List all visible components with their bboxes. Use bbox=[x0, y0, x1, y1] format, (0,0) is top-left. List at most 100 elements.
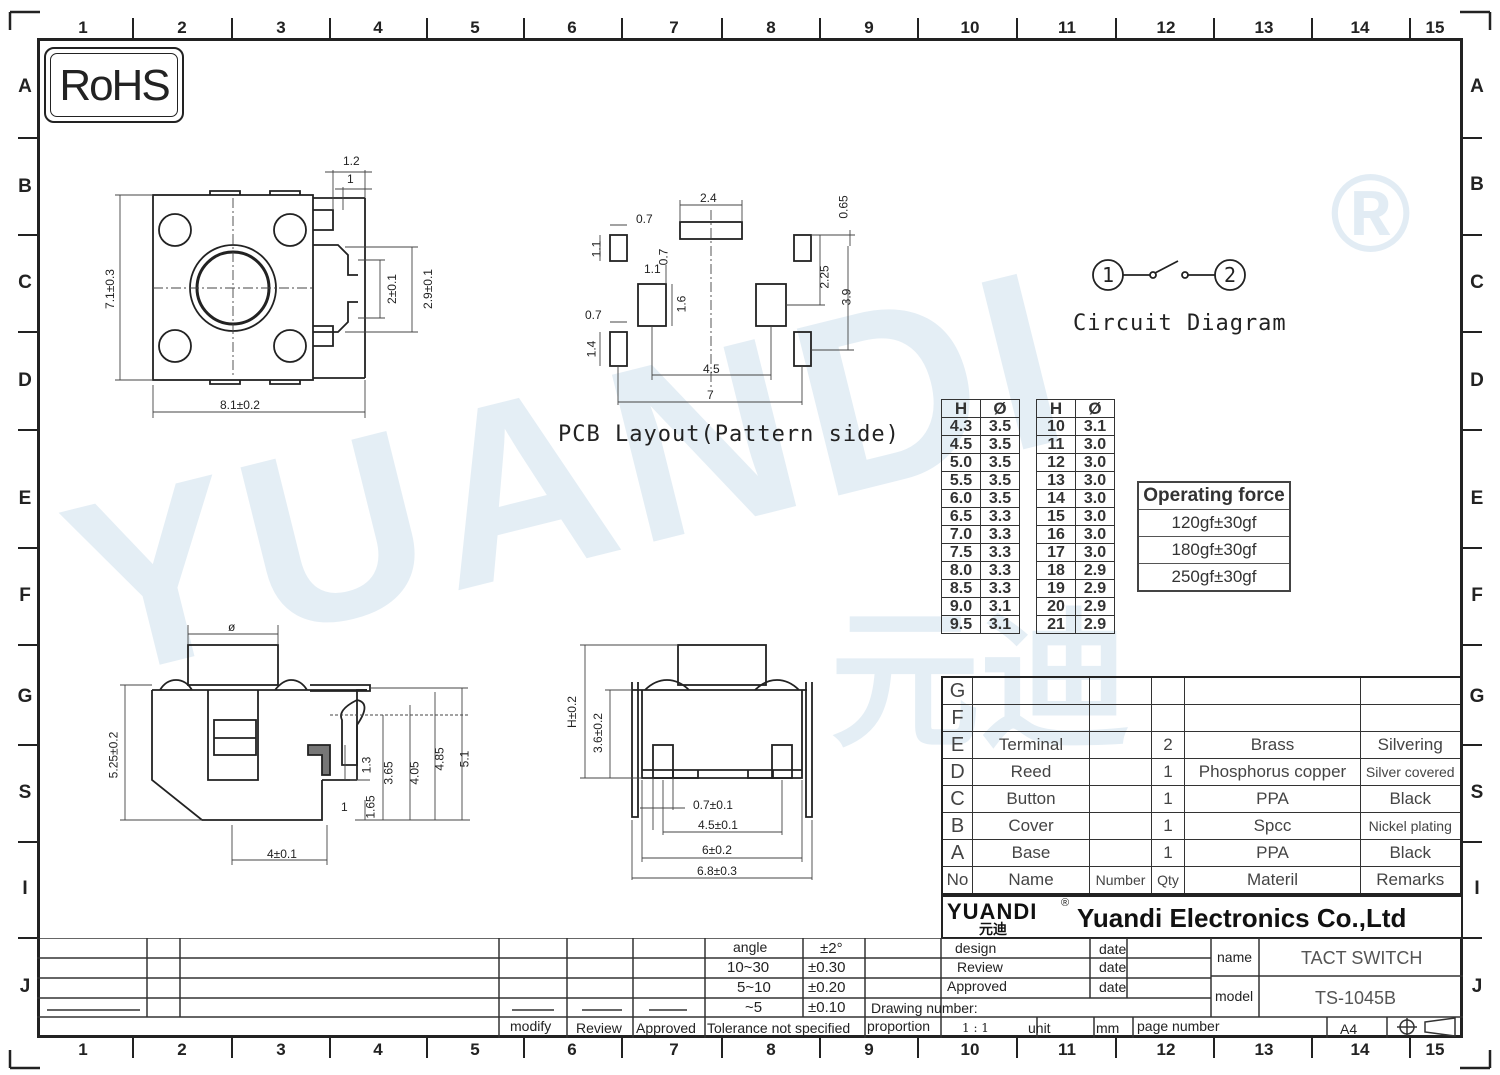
col-14-top: 14 bbox=[1350, 18, 1370, 37]
drawing-unit-label: unit bbox=[1028, 1020, 1051, 1036]
watermark-registered: ® bbox=[1330, 152, 1412, 275]
ht-cell: 2.9 bbox=[1075, 597, 1115, 616]
part-name-label: name bbox=[1217, 949, 1253, 965]
ht-cell: 2.9 bbox=[1075, 561, 1115, 580]
bom-remarks: Silver covered bbox=[1360, 758, 1461, 786]
approval-review: Review bbox=[957, 959, 1003, 975]
ht-cell: 11 bbox=[1036, 435, 1076, 454]
col-5-bottom: 5 bbox=[470, 1040, 480, 1059]
ht-cell: 2.9 bbox=[1075, 579, 1115, 598]
row-j-right: J bbox=[1471, 976, 1483, 997]
bom-no: E bbox=[941, 731, 973, 759]
side-dim-3-65: 3.65 bbox=[381, 761, 396, 785]
ht-cell: 3.3 bbox=[980, 579, 1020, 598]
bom-header-name: Name bbox=[972, 866, 1090, 895]
bom-header-qty: Qty bbox=[1151, 866, 1185, 895]
company-name: Yuandi Electronics Co.,Ltd bbox=[1077, 903, 1407, 933]
row-d-right: D bbox=[1470, 370, 1484, 391]
bom-qty bbox=[1151, 704, 1185, 732]
bom-name bbox=[972, 704, 1090, 732]
ht-cell: 10 bbox=[1036, 417, 1076, 436]
ht-cell: 3.0 bbox=[1075, 435, 1115, 454]
bom-number bbox=[1089, 676, 1152, 705]
operating-force-table: Operating force 120gf±30gf 180gf±30gf 25… bbox=[1137, 481, 1291, 592]
front-dim-3-6: 3.6±0.2 bbox=[590, 713, 605, 753]
operating-force-250: 250gf±30gf bbox=[1137, 563, 1291, 592]
col-11-bottom: 11 bbox=[1058, 1040, 1076, 1059]
bom-header-no: No bbox=[941, 866, 973, 895]
ht-cell: 3.5 bbox=[980, 417, 1020, 436]
bom-number bbox=[1089, 731, 1152, 759]
bom-number bbox=[1089, 758, 1152, 786]
bom-qty: 1 bbox=[1151, 758, 1185, 786]
bom-row-f: F bbox=[941, 704, 1461, 732]
ht-cell: 19 bbox=[1036, 579, 1076, 598]
bom-number bbox=[1089, 704, 1152, 732]
bom-remarks: Black bbox=[1360, 839, 1461, 867]
col-4-bottom: 4 bbox=[373, 1040, 383, 1059]
row-i-right: I bbox=[1474, 878, 1480, 899]
ht-cell: 3.5 bbox=[980, 453, 1020, 472]
col-7-bottom: 7 bbox=[669, 1040, 679, 1059]
top-dim-8-1: 8.1±0.2 bbox=[220, 398, 260, 412]
side-view-drawing bbox=[120, 625, 470, 865]
pcb-dim-4-5: 4.5 bbox=[703, 362, 720, 376]
tol-range-2: 5~10 bbox=[737, 979, 771, 996]
row-c-left: C bbox=[18, 272, 32, 293]
bom-qty: 1 bbox=[1151, 839, 1185, 867]
front-view-drawing bbox=[580, 644, 813, 880]
ht-cell: 12 bbox=[1036, 453, 1076, 472]
drawing-number-label: Drawing number: bbox=[871, 1000, 978, 1016]
col-12-top: 12 bbox=[1156, 18, 1176, 37]
col-7-top: 7 bbox=[669, 18, 679, 37]
side-dim-1-3: 1.3 bbox=[359, 756, 374, 774]
side-dim-4-85: 4.85 bbox=[432, 747, 447, 771]
col-9-top: 9 bbox=[864, 18, 874, 37]
bom-no: C bbox=[941, 785, 973, 813]
ht-cell: 3.1 bbox=[980, 615, 1020, 634]
ht-right-d-header: Ø bbox=[1075, 399, 1115, 418]
side-dim-phi: ø bbox=[228, 620, 236, 634]
tol-angle-label: angle bbox=[733, 939, 768, 955]
col-13-top: 13 bbox=[1254, 18, 1274, 37]
operating-force-120: 120gf±30gf bbox=[1137, 509, 1291, 537]
row-b-right: B bbox=[1470, 174, 1484, 195]
pcb-dim-1-4: 1.4 bbox=[584, 340, 599, 358]
side-dim-5-1: 5.1 bbox=[457, 750, 472, 768]
front-dim-h: H±0.2 bbox=[564, 696, 579, 728]
side-dim-1-65: 1.65 bbox=[363, 795, 378, 819]
ht-cell: 16 bbox=[1036, 525, 1076, 544]
approval-date-1: date bbox=[1099, 941, 1127, 957]
tol-footer: Tolerance not specified bbox=[707, 1020, 851, 1036]
col-15-top: 15 bbox=[1425, 18, 1445, 37]
drawing-size: A4 bbox=[1340, 1021, 1358, 1037]
side-dim-1: 1 bbox=[341, 800, 348, 814]
ht-left-h-header: H bbox=[941, 399, 981, 418]
bom-header-remarks: Remarks bbox=[1360, 866, 1461, 895]
bom-remarks: Black bbox=[1360, 785, 1461, 813]
side-dim-4-05: 4.05 bbox=[407, 761, 422, 785]
bom-qty bbox=[1151, 676, 1185, 705]
circuit-pin-2: 2 bbox=[1223, 263, 1237, 287]
pcb-dim-2-4: 2.4 bbox=[700, 191, 717, 205]
ht-cell: 3.5 bbox=[980, 471, 1020, 490]
rohs-badge: RoHS bbox=[44, 47, 184, 123]
ht-cell: 13 bbox=[1036, 471, 1076, 490]
ht-cell: 3.3 bbox=[980, 525, 1020, 544]
ht-cell: 6.0 bbox=[941, 489, 981, 508]
pcb-dim-0-7-low: 0.7 bbox=[585, 308, 602, 322]
bom-remarks bbox=[1360, 704, 1461, 732]
bom-number bbox=[1089, 812, 1152, 840]
col-2-top: 2 bbox=[177, 18, 187, 37]
col-13-bottom: 13 bbox=[1254, 1040, 1274, 1059]
circuit-pin-1: 1 bbox=[1101, 263, 1115, 287]
pcb-layout-drawing bbox=[599, 200, 855, 405]
ht-cell: 3.0 bbox=[1075, 471, 1115, 490]
tol-value-1: ±0.30 bbox=[808, 959, 846, 976]
bom-material: PPA bbox=[1184, 839, 1361, 867]
